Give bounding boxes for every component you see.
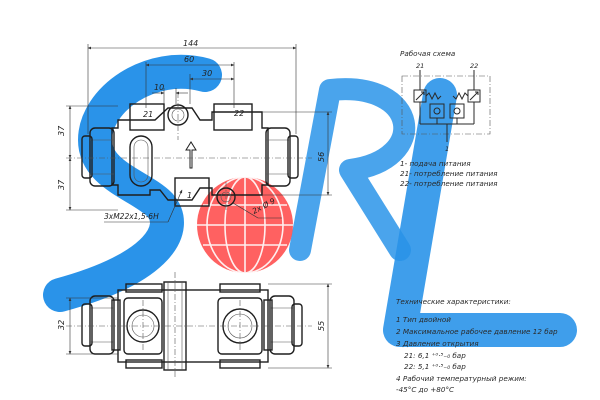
legend-line-1: 1- подача питания [400,159,471,168]
legend-line-2: 21- потребление питания [400,169,498,178]
technical-specs: Технические характеристики: 1 Тип двойно… [396,297,558,394]
spec-line-5: 22: 5,1 ⁺⁰·⁵₋₀ бар [404,362,466,371]
center-boss [163,281,187,371]
watermark-r-stroke [289,78,416,261]
spec-line-7: -45°С до +80°С [396,385,454,394]
working-scheme: Рабочая схема 21 22 1 [400,49,491,153]
scheme-port-22: 22 [470,62,478,70]
watermark-logo [43,54,577,347]
left-port-fitting [81,127,115,187]
scheme-port-1: 1 [445,145,449,153]
right-port-fitting [265,127,299,187]
globe-grid [197,176,293,274]
slot-window [129,135,153,187]
scheme-port-21: 21 [416,62,424,70]
flow-arrow-icon [185,141,197,169]
spec-line-3: 3 Давление открытия [396,339,479,348]
thread-callout: 3xM22x1,5-6H [104,212,159,221]
dim-10: 10 [154,83,164,92]
dim-55: 55 [317,321,326,331]
dim-32: 32 [57,320,66,330]
dim-37-upper: 37 [57,125,66,136]
dim-30: 30 [202,69,212,78]
watermark-s-stroke [43,54,222,312]
top-view: 21 22 1 [66,92,312,212]
dim-60: 60 [184,55,194,64]
dim-37-lower: 37 [57,179,66,190]
watermark-l-stroke [383,78,577,347]
dim-144: 144 [183,39,198,48]
legend-line-3: 22- потребление питания [400,179,498,188]
dim-56: 56 [317,152,326,162]
port-1-boss [174,177,210,207]
scheme-title: Рабочая схема [400,49,455,58]
port-21-boss [129,103,165,131]
spec-line-6: 4 Рабочий температурный режим: [396,374,527,383]
port-1-label: 1 [187,191,192,200]
front-view: 32 55 [57,272,332,378]
port-22-label: 22 [234,109,244,118]
spec-line-2: 2 Максимальное рабочее давление 12 бар [396,327,558,336]
spec-line-4: 21: 6,1 ⁺⁰·⁵₋₀ бар [404,351,466,360]
port-21-label: 21 [143,110,153,119]
spec-line-1: 1 Тип двойной [396,315,451,324]
specs-title: Технические характеристики: [396,297,511,306]
port-legend: 1- подача питания 21- потребление питани… [400,159,498,188]
scheme-frame [401,75,491,135]
port-22-boss [213,103,253,131]
